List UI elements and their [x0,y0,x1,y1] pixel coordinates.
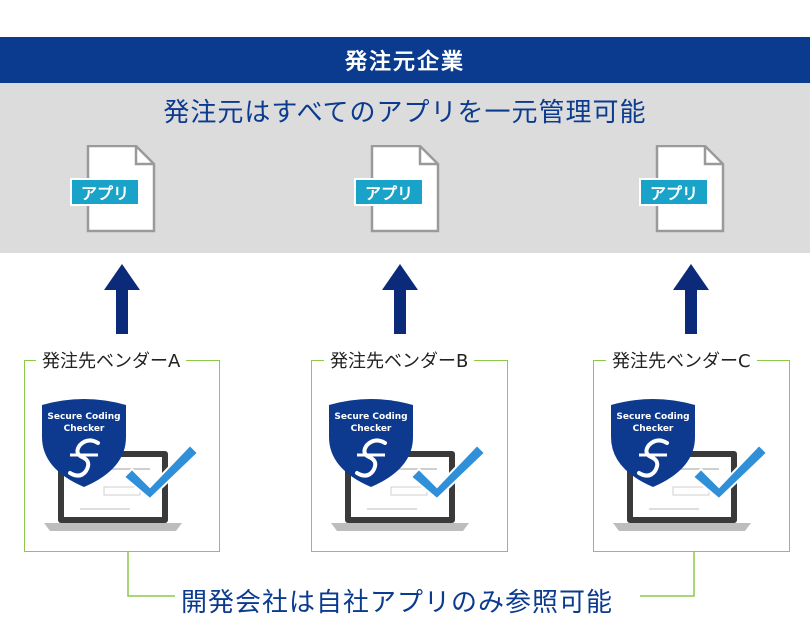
shield-line1: Secure Coding [616,412,689,422]
shield-line1: Secure Coding [47,412,120,422]
app-document-3: アプリ [639,145,729,237]
vendor-label-b: 発注先ベンダーB [324,346,475,374]
checkmark-icon [122,443,200,501]
arrow-up-icon [382,264,418,334]
shield-line2: Checker [64,424,105,434]
shield-line2: Checker [633,424,674,434]
checkmark-icon [409,443,487,501]
app-document-1: アプリ [70,145,160,237]
app-badge-3: アプリ [639,178,709,206]
app-document-2: アプリ [354,145,444,237]
vendor-label-a: 発注先ベンダーA [36,346,187,374]
app-label: アプリ [364,184,413,203]
shield-icon: Secure Coding Checker [611,399,695,487]
app-label: アプリ [649,184,698,203]
shield-icon: Secure Coding Checker [42,399,126,487]
header-title: 発注元企業 [344,50,465,75]
panel-title: 発注元はすべてのアプリを一元管理可能 [163,98,647,128]
app-badge-2: アプリ [354,178,424,206]
shield-line1: Secure Coding [334,412,407,422]
vendor-label-c: 発注先ベンダーC [606,346,757,374]
app-label: アプリ [80,184,129,203]
arrow-up-icon [104,264,140,334]
header-banner: 発注元企業 [0,37,810,83]
checkmark-icon [691,443,769,501]
secure-coding-checker-laptop-c: Secure Coding Checker [611,399,769,531]
secure-coding-checker-laptop-a: Secure Coding Checker [42,399,200,531]
arrow-up-icon [673,264,709,334]
shield-line2: Checker [351,424,392,434]
shield-icon: Secure Coding Checker [329,399,413,487]
secure-coding-checker-laptop-b: Secure Coding Checker [329,399,487,531]
app-badge-1: アプリ [70,178,140,206]
footer-caption: 開発会社は自社アプリのみ参照可能 [175,582,620,619]
